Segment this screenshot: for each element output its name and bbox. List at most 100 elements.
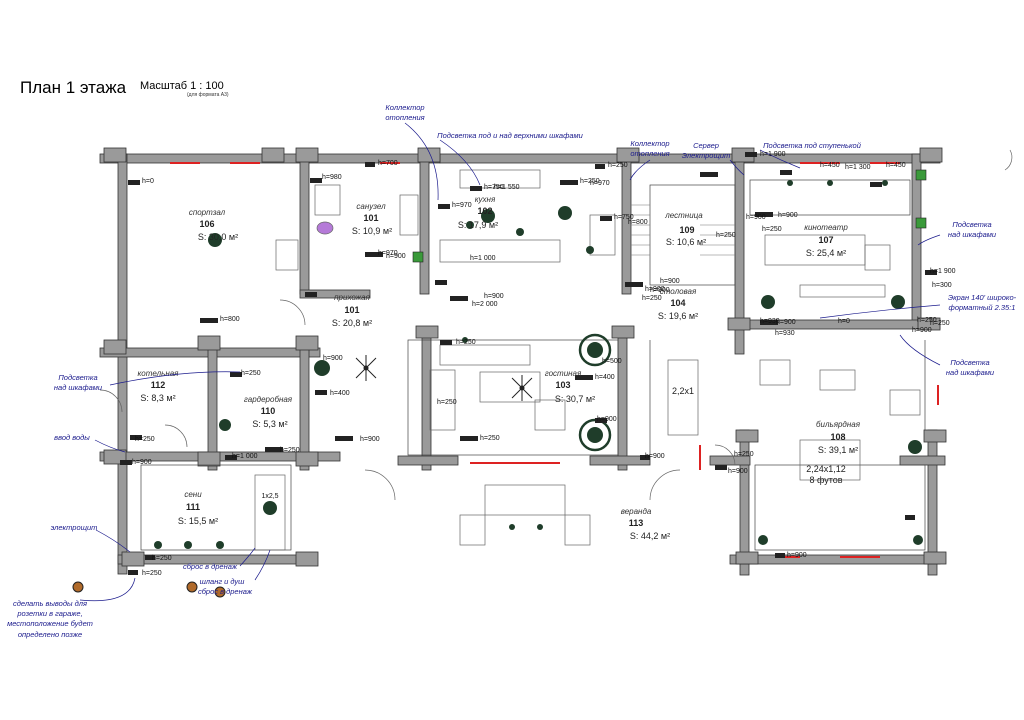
svg-text:гостиная: гостиная (545, 369, 582, 378)
svg-text:кинотеатр: кинотеатр (804, 223, 848, 232)
svg-text:бильярдная: бильярдная (816, 420, 861, 429)
height-label: h=250 (280, 447, 300, 454)
svg-text:S: 30,7 м²: S: 30,7 м² (555, 394, 595, 404)
page-title: План 1 этажа (20, 78, 127, 97)
svg-text:Подсветка: Подсветка (950, 358, 989, 367)
leader-lines (79, 122, 941, 602)
thin-lines (140, 179, 926, 551)
height-label: h=250 (917, 317, 937, 324)
height-label: h=1 300 (845, 164, 871, 171)
room-labels: спортзал 106 S: 30,0 м² санузел 101 S: 1… (138, 195, 861, 541)
svg-text:2,24x1,12: 2,24x1,12 (806, 464, 846, 474)
height-label: h=250 (580, 178, 600, 185)
svg-text:1x2,5: 1x2,5 (261, 493, 278, 500)
height-label: h=750 (614, 214, 634, 221)
height-label: h=900 (645, 286, 665, 293)
room-kitchen: кухня 102 S: 17,9 м² (458, 195, 498, 230)
room-stairs: лестница 109 S: 10,6 м² (664, 211, 706, 247)
height-label: h=0 (838, 318, 850, 325)
height-label: h=250 (930, 320, 950, 327)
height-label: h=1 000 (232, 453, 258, 460)
svg-text:ввод воды: ввод воды (54, 433, 90, 442)
height-label: h=250 (734, 451, 754, 458)
room-seni: сени 111 S: 15,5 м² (178, 490, 218, 526)
height-label: h=250 (762, 226, 782, 233)
svg-text:Экран 140' широко-: Экран 140' широко- (948, 293, 1017, 302)
height-label: h=900 (660, 278, 680, 285)
room-bathroom: санузел 101 S: 10,9 м² (352, 202, 392, 236)
svg-text:S: 10,6 м²: S: 10,6 м² (666, 237, 706, 247)
height-label: h=900 (778, 212, 798, 219)
room-living: гостиная 103 S: 30,7 м² (545, 369, 595, 404)
height-label: h=400 (330, 390, 350, 397)
height-label: h=900 (776, 319, 796, 326)
svg-text:сделать выводы для: сделать выводы для (13, 599, 87, 608)
height-label: h=900 (484, 293, 504, 300)
height-label: h=450 (820, 162, 840, 169)
svg-text:107: 107 (818, 235, 833, 245)
height-label: h=900 (360, 436, 380, 443)
svg-text:шланг и душ: шланг и душ (200, 577, 246, 586)
svg-text:109: 109 (679, 225, 694, 235)
height-label: h=970 (378, 250, 398, 257)
height-label: h=900 (650, 287, 670, 294)
height-label: h=1 000 (470, 255, 496, 262)
svg-text:112: 112 (151, 380, 166, 390)
height-label: h=900 (728, 468, 748, 475)
svg-text:106: 106 (199, 219, 214, 229)
svg-text:санузел: санузел (356, 202, 386, 211)
height-label: h=2 000 (472, 301, 498, 308)
ceiling-lamps (208, 206, 923, 545)
height-label: h=930 (760, 318, 780, 325)
room-cinema: кинотеатр 107 S: 25,4 м² (804, 223, 848, 258)
height-label: h=980 (322, 174, 342, 181)
svg-text:S: 15,5 м²: S: 15,5 м² (178, 516, 218, 526)
svg-text:определено позже: определено позже (18, 630, 82, 639)
svg-text:Подсветка под и над верхними ш: Подсветка под и над верхними шкафами (437, 131, 583, 140)
height-label: h=750 (484, 184, 504, 191)
svg-text:8 футов: 8 футов (809, 475, 842, 485)
svg-text:над шкафами: над шкафами (948, 230, 997, 239)
svg-text:котельная: котельная (138, 369, 180, 378)
height-label: h=250 (642, 295, 662, 302)
height-label: h=300 (932, 282, 952, 289)
green-boxes (412, 169, 927, 263)
height-label: h=900 (132, 459, 152, 466)
svg-text:Подсветка: Подсветка (58, 373, 97, 382)
svg-text:столовая: столовая (660, 287, 697, 296)
room-hall: прихожая 101 S: 20,8 м² (332, 293, 372, 328)
svg-text:розетки в гараже,: розетки в гараже, (16, 609, 82, 618)
svg-text:гардеробная: гардеробная (244, 395, 293, 404)
svg-text:S: 25,4 м²: S: 25,4 м² (806, 248, 846, 258)
svg-text:над шкафами: над шкафами (946, 368, 995, 377)
height-label: h=930 (775, 330, 795, 337)
height-label: h=250 (142, 570, 162, 577)
svg-text:103: 103 (555, 380, 570, 390)
height-label: h=900 (787, 552, 807, 559)
height-label: h=1 900 (760, 151, 786, 158)
svg-text:S: 39,1 м²: S: 39,1 м² (818, 445, 858, 455)
windows (170, 162, 939, 558)
height-label: h=250 (456, 339, 476, 346)
svg-text:Коллектор: Коллектор (385, 103, 424, 112)
svg-text:отопления: отопления (630, 149, 669, 158)
sockets (120, 152, 937, 575)
height-label: h=900 (386, 253, 406, 260)
height-label: h=250 (437, 399, 457, 406)
svg-text:веранда: веранда (621, 507, 652, 516)
walls (99, 147, 947, 576)
height-label: h=500 (602, 358, 622, 365)
chandeliers (355, 355, 533, 401)
room-veranda: веранда 113 S: 44,2 м² (621, 507, 670, 541)
svg-text:102: 102 (477, 206, 492, 216)
svg-text:местоположение будет: местоположение будет (7, 619, 93, 628)
height-label: h=400 (595, 374, 615, 381)
height-label: h=900 (597, 416, 617, 423)
svg-text:Сервер: Сервер (693, 141, 719, 150)
svg-text:2,2x1: 2,2x1 (672, 386, 694, 396)
svg-text:S: 5,3 м²: S: 5,3 м² (252, 419, 287, 429)
room-boiler: котельная 112 S: 8,3 м² (138, 369, 180, 403)
svg-text:электрощит: электрощит (51, 523, 98, 532)
height-label: h=1 900 (930, 268, 956, 275)
